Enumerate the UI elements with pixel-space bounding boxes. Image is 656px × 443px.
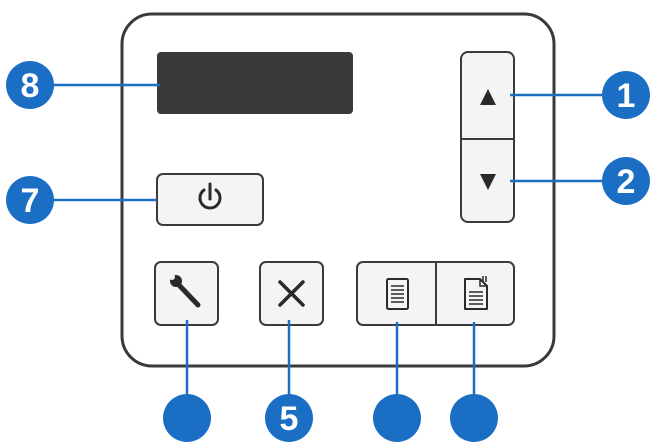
svg-text:2: 2 xyxy=(617,163,636,201)
wrench-icon xyxy=(169,274,201,308)
svg-text:8: 8 xyxy=(21,67,40,105)
svg-text:7: 7 xyxy=(21,182,40,220)
scan-button-group xyxy=(356,261,515,326)
power-button[interactable] xyxy=(156,173,264,226)
setup-button[interactable] xyxy=(154,261,219,326)
cancel-button[interactable] xyxy=(259,261,324,326)
svg-text:5: 5 xyxy=(280,400,299,438)
callout-4 xyxy=(450,394,498,442)
lcd-display xyxy=(157,52,353,114)
callout-2: 2 xyxy=(602,157,650,205)
up-arrow-icon xyxy=(480,89,496,105)
x-icon xyxy=(278,280,305,307)
callout-5: 5 xyxy=(265,394,313,442)
duplex-page-icon xyxy=(464,276,488,310)
power-icon xyxy=(198,182,222,210)
callout-leaders xyxy=(48,83,606,400)
up-button[interactable] xyxy=(460,51,515,223)
callout-6 xyxy=(373,394,421,442)
svg-text:1: 1 xyxy=(617,77,636,115)
callout-3 xyxy=(163,394,211,442)
single-page-icon xyxy=(386,278,409,310)
duplex-scan-button[interactable] xyxy=(438,264,512,323)
callout-1: 1 xyxy=(602,71,650,119)
callout-8: 8 xyxy=(6,61,54,109)
down-arrow-icon xyxy=(480,174,496,190)
up-down-button-group xyxy=(460,51,515,223)
callout-7: 7 xyxy=(6,176,54,224)
